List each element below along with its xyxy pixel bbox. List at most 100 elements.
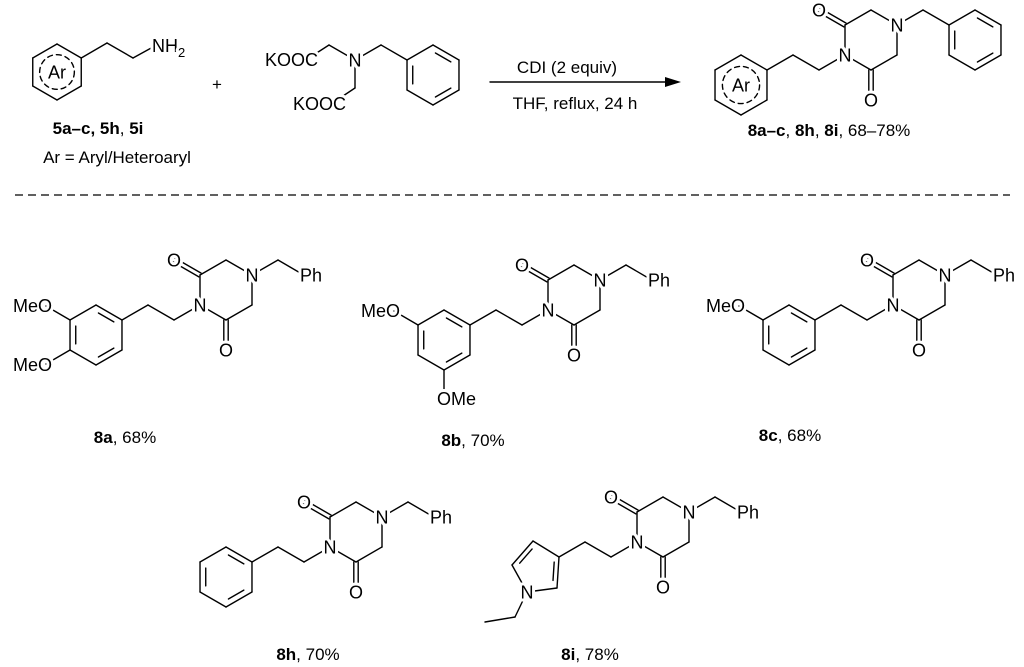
ring-bond — [225, 259, 253, 276]
amine-nitrogen: N — [683, 503, 696, 523]
inner-double-bond — [434, 52, 452, 63]
carboxylate-label: KOOC — [265, 50, 318, 70]
bond — [495, 309, 523, 326]
double-bond — [609, 498, 637, 515]
bond — [840, 304, 868, 321]
double-bond — [865, 261, 893, 278]
inner-double-bond — [434, 87, 452, 98]
inner-double-bond — [976, 52, 994, 63]
double-bond — [817, 11, 845, 28]
bond — [896, 9, 924, 26]
ring-bond — [355, 501, 383, 518]
ring-bond — [788, 304, 816, 321]
carbonyl-oxygen: O — [912, 341, 926, 361]
reactant-amine-label: 5a–c, 5h, 5i — [53, 119, 144, 138]
carbonyl-oxygen: O — [167, 251, 181, 271]
bond — [277, 546, 305, 563]
conditions-text: THF, reflux, 24 h — [513, 94, 638, 113]
label-part: , 68–78% — [838, 121, 910, 140]
carbonyl-oxygen: O — [219, 341, 233, 361]
double-bond — [520, 266, 548, 283]
bond — [610, 541, 638, 558]
amine-nitrogen: N — [376, 508, 389, 528]
double-bond — [522, 262, 550, 279]
label-part: 8h — [795, 121, 815, 140]
bond — [469, 309, 497, 326]
ring-bond — [511, 540, 534, 566]
double-bond — [172, 261, 200, 278]
amine-nitrogen: N — [939, 266, 952, 286]
label-part: 5i — [129, 119, 143, 138]
amide-nitrogen: N — [324, 538, 337, 558]
bond — [738, 305, 764, 321]
bond — [484, 616, 516, 623]
ring-bond — [199, 546, 227, 563]
ring-bond — [95, 304, 123, 321]
carbonyl-oxygen: O — [297, 493, 311, 513]
carbonyl-oxygen: O — [656, 578, 670, 598]
bond — [303, 546, 331, 563]
bond — [818, 54, 846, 71]
bond — [251, 259, 279, 276]
bond — [558, 541, 586, 558]
ar-definition: Ar = Aryl/Heteroaryl — [43, 148, 191, 167]
bond — [714, 496, 740, 512]
ring-bond — [32, 43, 58, 59]
amide-nitrogen: N — [542, 301, 555, 321]
bond — [80, 42, 108, 59]
ring-bond — [69, 349, 97, 366]
bond — [866, 304, 894, 321]
ring-bond — [417, 354, 445, 371]
ring-bond — [56, 85, 82, 101]
compound-label-8h: 8h, 70% — [276, 645, 339, 664]
inner-double-bond — [552, 561, 555, 582]
ring-bond — [329, 501, 357, 518]
bond — [792, 54, 820, 71]
bond — [521, 309, 549, 326]
phenyl-label: Ph — [648, 271, 670, 291]
inner-double-bond — [445, 352, 463, 363]
ring-bond — [199, 591, 227, 608]
compound-label-8b: 8b, 70% — [441, 431, 504, 450]
ring-bond — [948, 9, 976, 26]
ring-bond — [636, 496, 664, 513]
ring-bond — [329, 546, 357, 563]
compound-yield: , 68% — [113, 428, 156, 447]
label-part: , — [815, 121, 824, 140]
carbonyl-oxygen: O — [860, 251, 874, 271]
ring-bond — [740, 54, 768, 71]
bond — [173, 304, 201, 321]
ring-bond — [417, 309, 445, 326]
diacid-nitrogen: N — [349, 51, 362, 71]
bond — [688, 496, 716, 513]
ring-bond — [870, 9, 898, 26]
phenyl-label: Ph — [993, 266, 1015, 286]
methoxy-label: MeO — [13, 355, 52, 375]
label-part: , — [786, 121, 795, 140]
bond — [121, 304, 149, 321]
bond — [944, 259, 972, 276]
product-general-label: 8a–c, 8h, 8i, 68–78% — [748, 121, 911, 140]
ring-bond — [573, 264, 601, 281]
compound-yield: , 70% — [296, 645, 339, 664]
ring-bond — [199, 259, 227, 276]
phenyl-label: Ph — [300, 266, 322, 286]
carbonyl-oxygen: O — [515, 256, 529, 276]
amide-nitrogen: N — [839, 46, 852, 66]
ring-bond — [443, 354, 471, 371]
ring-bond — [532, 540, 560, 558]
label-part: , — [120, 119, 129, 138]
compound-id: 8h — [276, 645, 296, 664]
subscript-2: 2 — [178, 45, 185, 60]
arrow-head — [665, 77, 681, 87]
double-bond — [302, 503, 330, 520]
ring-bond — [69, 304, 97, 321]
inner-double-bond — [227, 554, 245, 565]
ring-bond — [511, 564, 528, 593]
ring-bond — [974, 9, 1002, 26]
ring-bond — [762, 349, 790, 366]
